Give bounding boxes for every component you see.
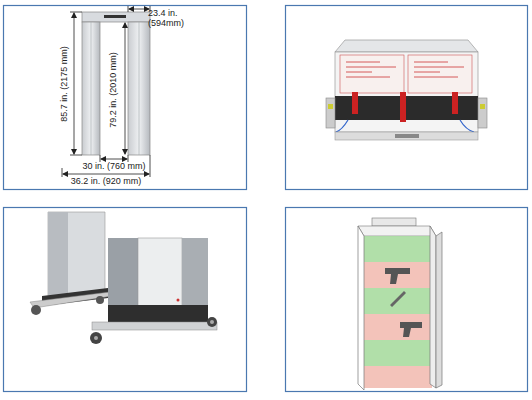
panel-frame (4, 6, 528, 392)
depth-dimension: 23.4 in. (594mm) (148, 8, 192, 28)
detector-bases (30, 212, 217, 344)
detector-front (82, 12, 150, 155)
inner-height-dimension: 79.2 in. (2010 mm) (108, 52, 118, 128)
gun-icon (385, 268, 422, 337)
electronic-unit (326, 40, 487, 140)
height-dimension: 85.7 in. (2175 mm) (59, 46, 69, 122)
inner-width-dimension: 30 in. (760 mm) (82, 161, 145, 171)
outer-width-dimension: 36.2 in. (920 mm) (71, 176, 142, 186)
detection-zones (358, 218, 442, 390)
knife-icon (390, 291, 406, 307)
dimension-lines (62, 6, 150, 177)
